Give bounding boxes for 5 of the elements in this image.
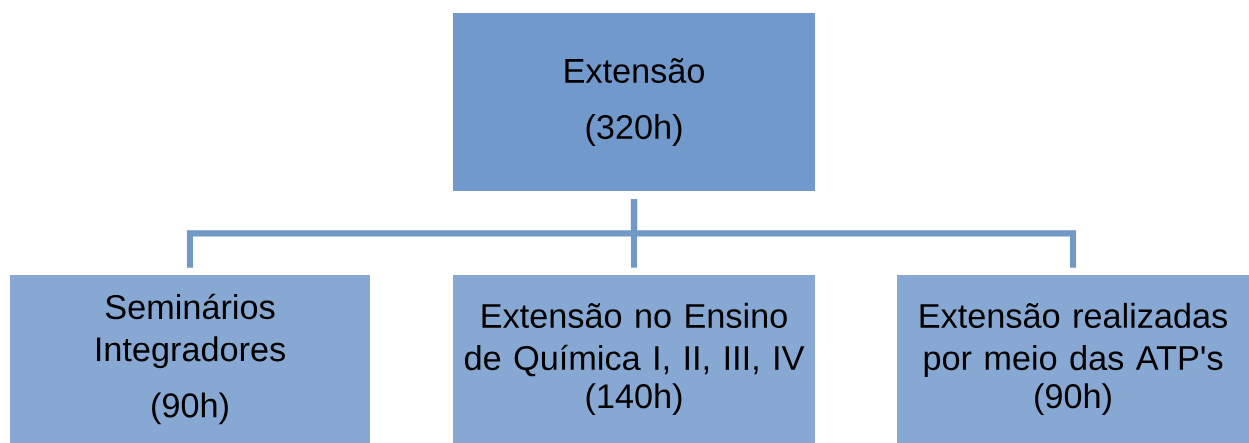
process-box: Extensão realizadas por meio das ATP's (90h) (897, 275, 1249, 443)
process-box: Extensão (320h) (453, 13, 815, 191)
connector (630, 199, 1077, 268)
process-box: Extensão no Ensino de Química I, II, III, IV (140h) (453, 275, 815, 443)
process-box: Seminários Integradores (90h) (10, 275, 370, 443)
